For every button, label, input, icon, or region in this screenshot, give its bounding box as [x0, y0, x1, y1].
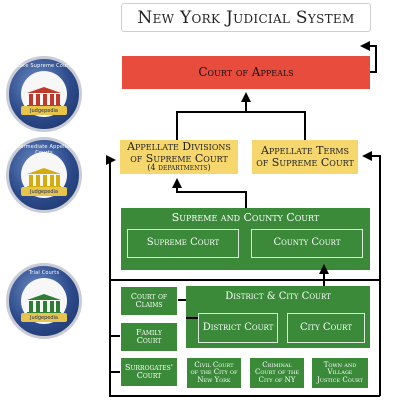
appellate-divisions-sub: (4 departments): [147, 163, 211, 173]
family-court: Family Court: [120, 322, 178, 352]
seal-ring-text: Trial Courts: [28, 270, 60, 276]
district-city-header: District & City Court: [225, 291, 331, 302]
county-court: County Court: [251, 229, 363, 258]
appellate-divisions: Appellate Divisions of Supreme Court (4 …: [120, 140, 238, 174]
seal-ring-text: State Supreme Courts: [14, 63, 74, 69]
court-of-appeals: Court of Appeals: [122, 56, 370, 89]
seal-ribbon: Judgepedia: [21, 106, 67, 115]
court-of-claims: Court of Claims: [120, 286, 178, 316]
diagram-title: New York Judicial System: [121, 3, 371, 32]
state-supreme-courts-seal: State Supreme Courts Judgepedia: [6, 56, 82, 132]
surrogates-court: Surrogates' Court: [120, 357, 178, 387]
appellate-divisions-label: Appellate Divisions of Supreme Court: [127, 140, 231, 165]
supreme-county-header: Supreme and County Court: [171, 211, 320, 224]
seal-ribbon: Judgepedia: [21, 187, 67, 196]
civil-court-nyc: Civil Court of the City of New York: [186, 357, 242, 389]
criminal-court-nyc: Criminal Court of the City of NY: [249, 357, 305, 389]
trial-courts-seal: Trial Courts Judgepedia: [6, 263, 82, 339]
seal-ribbon: Judgepedia: [21, 313, 67, 322]
appellate-terms: Appellate Terms of Supreme Court: [252, 140, 358, 174]
intermediate-appellate-courts-seal: Intermediate Appellate Courts Judgepedia: [6, 137, 82, 213]
supreme-court: Supreme Court: [127, 229, 239, 258]
district-court: District Court: [198, 313, 278, 343]
city-court: City Court: [287, 313, 365, 343]
town-village-court: Town and Village Justice Court: [311, 357, 369, 389]
